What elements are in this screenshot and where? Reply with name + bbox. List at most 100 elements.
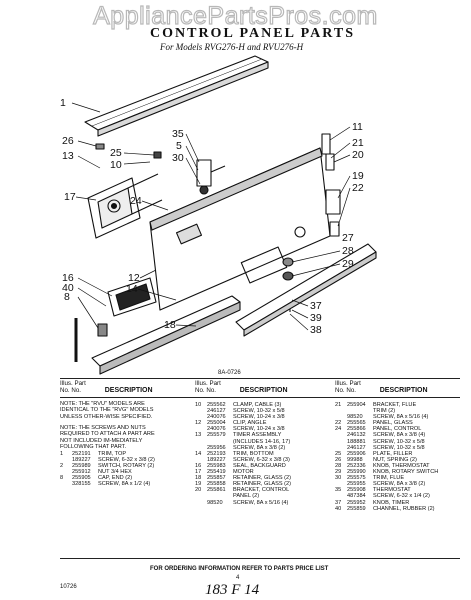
part-no: 189227 [207,456,226,463]
part-description: KNOB, ROTARY SWITCH [373,469,439,476]
footer-code: 10726 [60,584,77,590]
table-row: 328155 SCREW, 8A x 1/2 (4) [60,481,155,487]
end-cap-part [74,318,108,362]
illus-no: 8 [60,475,64,482]
part-description: NUT, SPRING (2) [373,456,417,463]
part-no: 246132 [347,432,366,439]
thermostat-part [196,159,226,195]
callout-30: 30 [172,152,184,164]
illus-no: 14 [195,450,202,457]
table-header-rule [60,397,460,398]
illus-no: 30 [335,475,342,482]
part-no: 255904 [347,402,366,408]
part-description: TRIM, TOP [98,451,127,457]
callout-20: 20 [352,149,364,161]
part-description: PLATE, FILLER [373,450,413,457]
part-no: 255952 [347,499,366,506]
part-description: SCREW, 6-32 x 3/8 (2) [98,457,155,464]
callout-25: 25 [110,147,122,159]
illus-no: 35 [335,487,342,494]
part-description: SCREW, 8A x 1/2 (4) [98,481,151,488]
part-description: SCREW, 8A x 5/16 (4) [373,414,429,421]
spring-nut-part [95,143,105,150]
part-description: BRACKET, CONTROL [233,487,290,494]
clamp-part [153,151,162,159]
callout-11: 11 [352,121,363,133]
part-description: KNOB, THERMOSTAT [373,462,430,469]
callout-26: 26 [62,135,74,147]
part-description: CAP, END (2) [98,475,133,482]
part-no: 255912 [72,469,91,476]
callout-27: 27 [342,232,354,244]
callout-10: 10 [110,159,122,171]
part-no: 328155 [72,481,91,488]
part-description: MOTOR [233,469,254,476]
part-no: 240076 [207,426,226,433]
ordering-note: FOR ORDERING INFORMATION REFER TO PARTS … [150,566,329,572]
part-description: NUT 3/4 HEX [98,469,132,476]
note-identical: NOTE: THE "RVU" MODELS ARE IDENTICAL TO … [60,401,154,420]
exploded-diagram: 1 26 13 25 10 17 35 5 30 24 12 16 40 8 1… [60,55,377,375]
illus-no: 17 [195,469,202,476]
flue-trim-part [235,243,377,337]
part-description: BRACKET, FLUE [373,402,417,408]
part-description: CLIP, ANGLE [233,420,267,427]
illus-no [60,481,72,487]
callout-13: 13 [62,150,74,162]
table-row: (INCLUDES 14-16, 17) [195,439,291,445]
part-no: 487384 [347,493,366,500]
part-description: PANEL (2) [233,493,260,500]
illus-no: 21 [335,402,342,408]
callout-24: 24 [130,195,142,207]
part-description: PANEL, GLASS [373,420,413,427]
part-no: 99988 [347,456,363,463]
part-description: SCREW, 10-32 x 5/8 [373,438,425,445]
illus-no: 29 [335,469,342,476]
part-no: 255956 [207,444,226,451]
col1-header: Illus. Part No. No. DESCRIPTION [60,380,153,394]
col2-header: Illus. Part No. No. DESCRIPTION [195,380,288,394]
part-description: SCREW, 10-24 x 3/8 [233,426,285,433]
page-subtitle: For Models RVG276-H and RVU276-H [160,42,304,52]
part-no: 255575 [347,475,366,482]
callout-1: 1 [60,97,66,109]
table-row: TRIM (2) [335,408,438,414]
part-description: PANEL, CONTROL [373,426,422,433]
note-screws: NOTE: THE SCREWS AND NUTS REQUIRED TO AT… [60,425,155,451]
figure-code: 8A-0726 [218,370,241,376]
part-no: 255562 [207,402,226,408]
illus-no: 28 [335,462,342,469]
page-title: CONTROL PANEL PARTS [150,26,356,41]
callout-22: 22 [352,182,364,194]
bottom-trim-part [91,295,241,375]
part-description: THERMOSTAT [373,487,411,494]
callout-37: 37 [310,300,322,312]
part-no: 255565 [347,420,366,427]
part-description: (INCLUDES 14-16, 17) [233,438,291,445]
watermark: AppliancePartsPros.com [93,1,378,30]
illus-no: 24 [335,426,342,433]
page-number: 4 [236,575,240,581]
illus-no: 10 [195,402,202,408]
part-description: SCREW, 10-32 x 5/8 [373,444,425,451]
callout-29: 29 [342,258,354,270]
illus-no: 2 [60,463,64,470]
illus-no: 13 [195,432,202,439]
illus-no: 20 [195,487,202,494]
part-description: SCREW, 8A x 3/8 (2) [233,444,286,451]
part-no: 255004 [207,420,226,427]
